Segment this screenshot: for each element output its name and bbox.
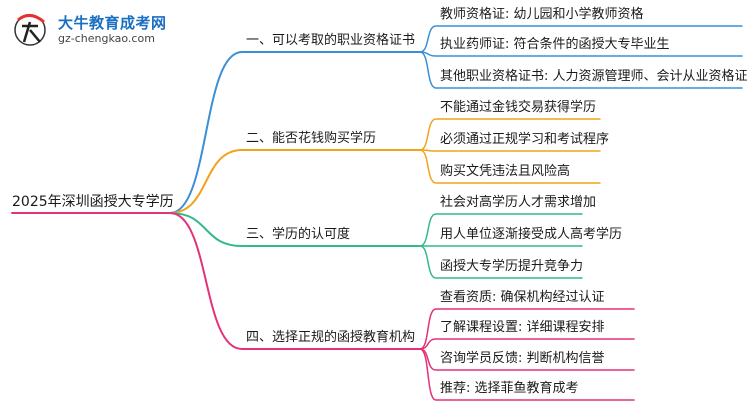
leaf-connector-3-3 bbox=[419, 245, 583, 279]
leaf-node-3-1[interactable]: 社会对高学历人才需求增加 bbox=[440, 195, 597, 210]
leaf-connector-4-1 bbox=[419, 308, 635, 350]
branch-node-4[interactable]: 四、选择正规的函授教育机构 bbox=[246, 330, 416, 345]
leaf-connector-3-1 bbox=[419, 213, 583, 247]
logo-title: 大牛教育成考网 bbox=[58, 14, 167, 32]
logo-url: gz-chengkao.com bbox=[58, 32, 155, 45]
site-logo[interactable]: 大牛教育成考网 gz-chengkao.com bbox=[8, 10, 198, 50]
leaf-connector-1-3 bbox=[419, 51, 743, 89]
leaf-node-3-3[interactable]: 函授大专学历提升竞争力 bbox=[440, 259, 584, 274]
leaf-connector-2-2 bbox=[419, 149, 601, 152]
branch-node-2[interactable]: 二、能否花钱购买学历 bbox=[246, 131, 377, 146]
leaf-node-1-2[interactable]: 执业药师证: 符合条件的函授大专毕业生 bbox=[440, 37, 670, 52]
leaf-node-1-1[interactable]: 教师资格证: 幼儿园和小学教师资格 bbox=[440, 7, 644, 22]
leaf-node-2-3[interactable]: 购买文凭违法且风险高 bbox=[440, 164, 571, 179]
leaf-node-4-4[interactable]: 推荐: 选择菲鱼教育成考 bbox=[440, 381, 579, 396]
branch-connector-2 bbox=[169, 149, 421, 214]
leaf-node-4-1[interactable]: 查看资质: 确保机构经过认证 bbox=[440, 290, 605, 305]
root-node[interactable]: 2025年深圳函授大专学历 bbox=[12, 194, 174, 210]
leaf-connector-2-1 bbox=[419, 118, 601, 151]
leaf-node-4-2[interactable]: 了解课程设置: 详细课程安排 bbox=[440, 320, 605, 335]
leaf-connector-2-3 bbox=[419, 149, 601, 184]
leaf-connector-1-1 bbox=[419, 25, 743, 53]
branch-node-1[interactable]: 一、可以考取的职业资格证书 bbox=[246, 33, 416, 48]
leaf-node-4-3[interactable]: 咨询学员反馈: 判断机构信誉 bbox=[440, 351, 605, 366]
leaf-connector-4-4 bbox=[419, 348, 635, 401]
leaf-connector-4-2 bbox=[419, 338, 635, 350]
branch-connector-1 bbox=[169, 51, 421, 214]
leaf-node-1-3[interactable]: 其他职业资格证书: 人力资源管理师、会计从业资格证 bbox=[440, 69, 748, 84]
branch-connector-4 bbox=[169, 212, 421, 350]
branch-connector-3 bbox=[169, 212, 421, 247]
leaf-node-2-1[interactable]: 不能通过金钱交易获得学历 bbox=[440, 100, 597, 115]
leaf-node-2-2[interactable]: 必须通过正规学习和考试程序 bbox=[440, 132, 610, 147]
branch-node-3[interactable]: 三、学历的认可度 bbox=[246, 227, 351, 242]
logo-mark-icon bbox=[14, 14, 46, 46]
leaf-node-3-2[interactable]: 用人单位逐渐接受成人高考学历 bbox=[440, 227, 623, 242]
